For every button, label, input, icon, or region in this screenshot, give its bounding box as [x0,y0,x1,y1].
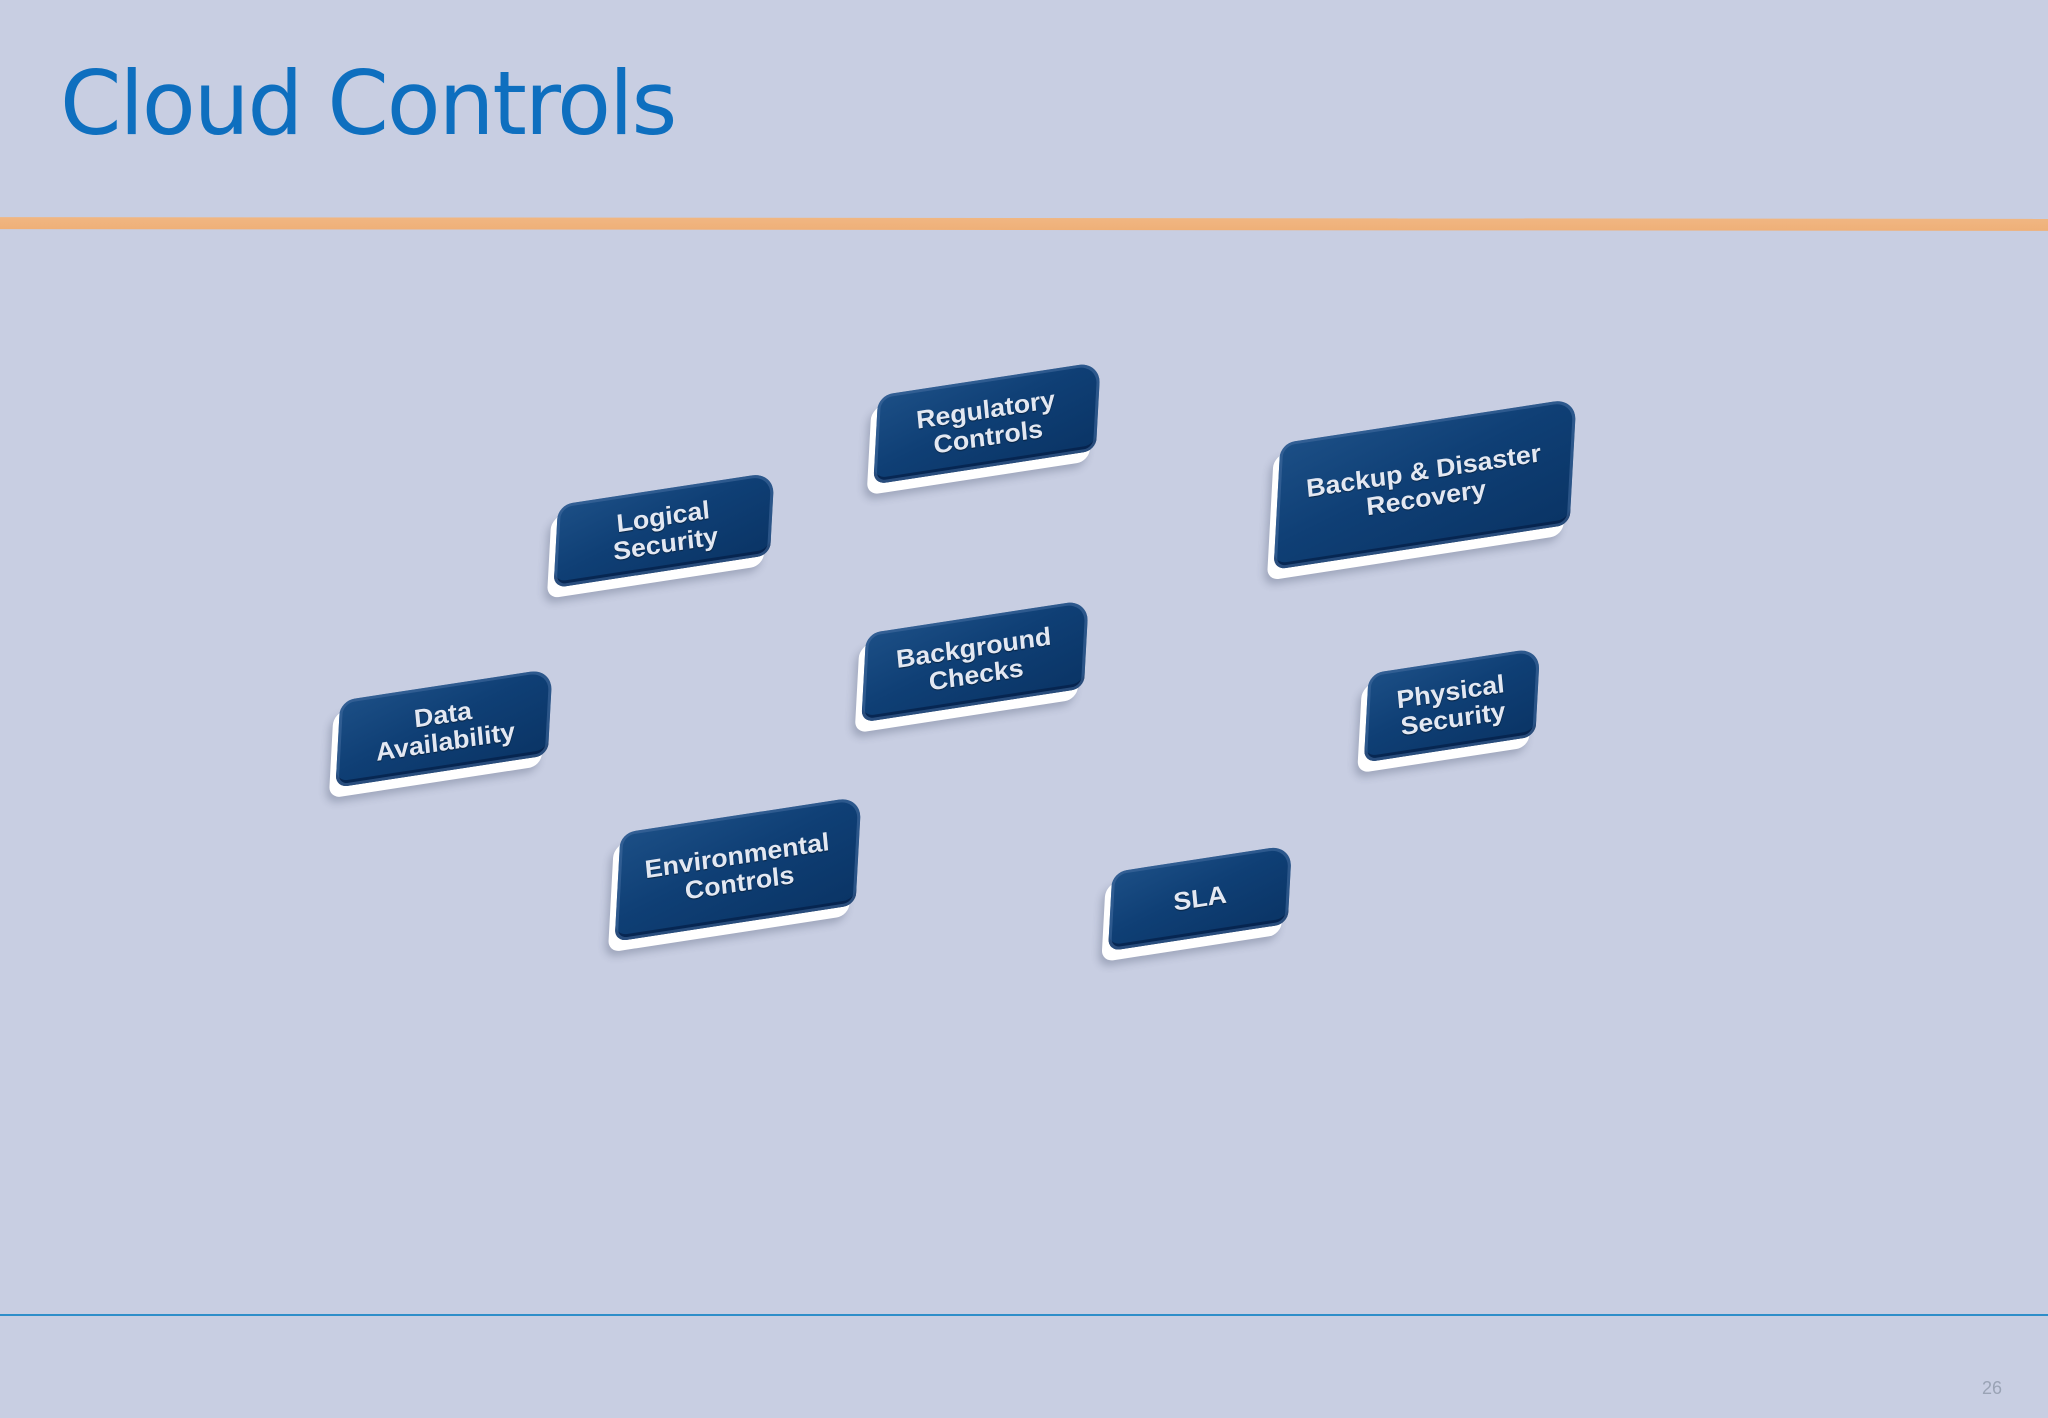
title-divider [0,217,2048,231]
cloud-controls-diagram: Regulatory Controls Logical Security Bac… [0,240,2048,1300]
tile-label: Physical Security [1395,668,1507,742]
tile-label: Logical Security [611,494,719,567]
tile-data-availability: Data Availability [335,668,553,788]
tile-sla: SLA [1108,844,1292,952]
tile-label: SLA [1172,879,1228,917]
tile-label: Background Checks [894,621,1053,697]
tile-label: Regulatory Controls [915,384,1057,460]
slide-title: Cloud Controls [60,52,677,155]
tile-regulatory-controls: Regulatory Controls [873,361,1101,485]
tile-logical-security: Logical Security [553,471,775,589]
tile-physical-security: Physical Security [1363,647,1541,763]
tile-label: Data Availability [374,695,517,767]
tile-environmental-controls: Environmental Controls [614,796,862,942]
tile-label: Environmental Controls [643,826,831,906]
page-number: 26 [1981,1378,2002,1398]
tile-background-checks: Background Checks [861,599,1089,723]
tile-backup-disaster-recovery: Backup & Disaster Recovery [1273,398,1577,570]
tile-label: Backup & Disaster Recovery [1305,438,1543,522]
footer-rule [0,1314,2048,1316]
